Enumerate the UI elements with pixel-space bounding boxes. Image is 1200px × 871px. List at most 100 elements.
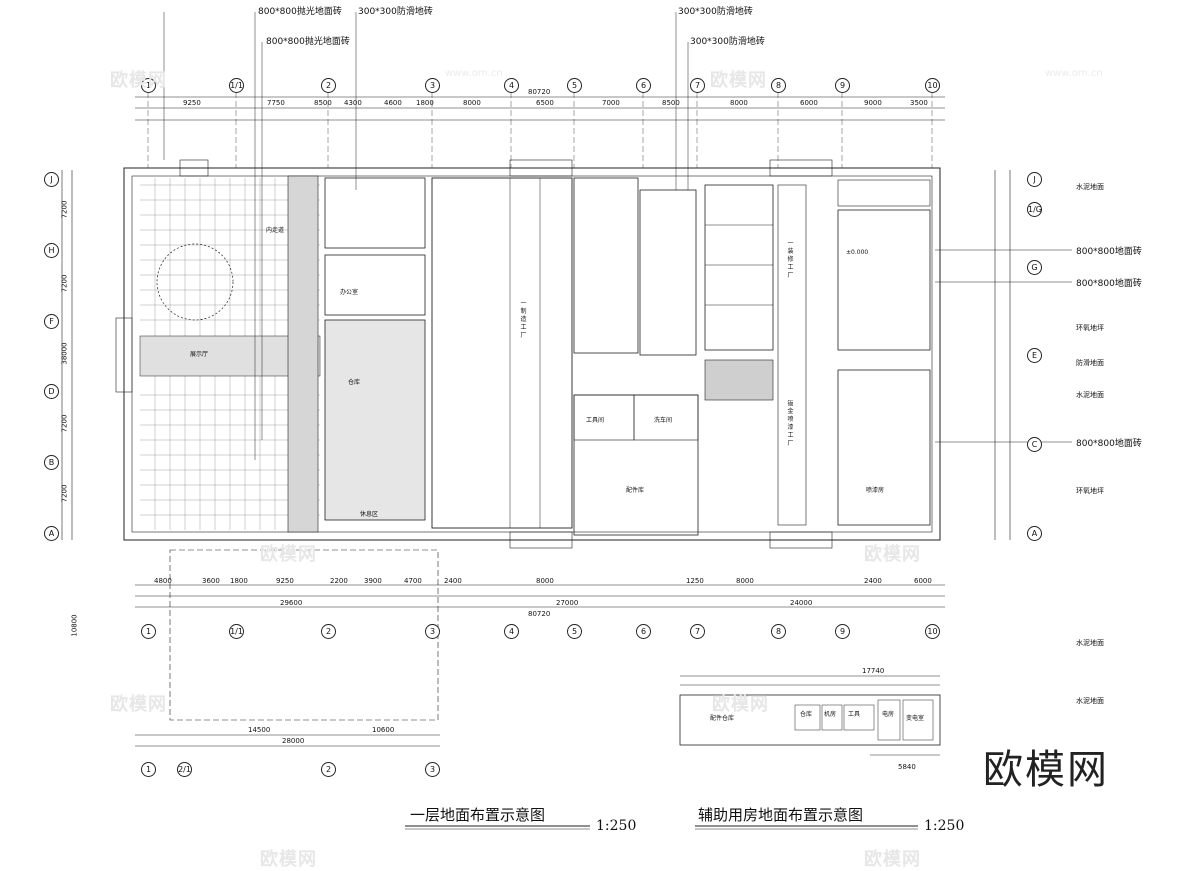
axis-right-J: J (1027, 172, 1042, 187)
dim-bottom-total-3: 24000 (790, 599, 813, 607)
axis-bottom-3: 3 (425, 624, 440, 639)
dim-bottom-12: 2400 (864, 577, 882, 585)
dim-top-10: 8500 (662, 99, 680, 107)
watermark-8: 欧模网 (864, 849, 921, 870)
main-plan-title: 一层地面布置示意图 (410, 806, 546, 824)
aux-room-2: 仓库 (800, 711, 813, 718)
dim-bottom-8: 2400 (444, 577, 462, 585)
axis-top-8: 8 (771, 78, 786, 93)
axis-bottom-7: 7 (690, 624, 705, 639)
dim-bottom-3: 1800 (230, 577, 248, 585)
aux-room-5: 电房 (882, 711, 895, 718)
axis-top-1: 1 (141, 78, 156, 93)
axis-top-9: 9 (835, 78, 850, 93)
callout-right-1: 800*800地面砖 (1076, 247, 1142, 257)
dim-bottom-total-4: 80720 (528, 610, 551, 618)
axis-top-4: 4 (504, 78, 519, 93)
right-note-1: 水泥地面 (1076, 183, 1104, 191)
callout-right-2: 800*800地面砖 (1076, 279, 1142, 289)
room-wash: 洗车间 (654, 417, 673, 424)
room-corridor: 内走道 (266, 227, 285, 234)
dim-bottom-13: 6000 (914, 577, 932, 585)
watermark-1: 欧模网 (110, 70, 167, 91)
dim-top-2: 7750 (267, 99, 285, 107)
axis-right-C: C (1027, 437, 1042, 452)
axis-right-G: G (1027, 260, 1042, 275)
dim-left-1: 7200 (60, 200, 69, 219)
dim-bottom-5: 2200 (330, 577, 348, 585)
aux-room-4: 工具 (848, 711, 861, 718)
dim-bottom-9: 8000 (536, 577, 554, 585)
dim-bottom-4: 9250 (276, 577, 294, 585)
axis-left-D: D (44, 384, 59, 399)
dim-courtyard-height: 10800 (70, 614, 79, 637)
main-plan-scale: 1:250 (596, 818, 637, 834)
room-parts: 配件库 (626, 487, 645, 494)
room-elevation: ±0.000 (846, 249, 869, 256)
room-lounge: 休息区 (360, 511, 379, 518)
dim-top-3: 8500 (314, 99, 332, 107)
brand-logo: 欧模网 (983, 747, 1109, 793)
watermark-5: 欧模网 (110, 694, 167, 715)
axis-bottom-1-1: 1/1 (229, 624, 244, 639)
watermark-7: 欧模网 (260, 849, 317, 870)
axis-left-A: A (44, 526, 59, 541)
axis-top-7: 7 (690, 78, 705, 93)
axis-right-1G: 1/G (1027, 202, 1042, 217)
dim-top-7: 8000 (463, 99, 481, 107)
axis-aux-1: 1 (141, 762, 156, 777)
watermark-url-2: www.om.cn (1045, 68, 1103, 79)
dim-courtyard-2: 10600 (372, 726, 395, 734)
aux-building (679, 694, 941, 746)
dim-top-4: 4300 (344, 99, 362, 107)
dim-left-4: 7200 (60, 484, 69, 503)
watermark-url-1: www.om.cn (445, 68, 503, 79)
building-outline (123, 167, 941, 541)
axis-aux-2: 2 (321, 762, 336, 777)
dim-courtyard-total: 28000 (282, 737, 305, 745)
aux-plan-title: 辅助用房地面布置示意图 (698, 806, 864, 824)
room-workshop2: 一 装 修 工 厂 (786, 240, 793, 278)
dim-courtyard-1: 14500 (248, 726, 271, 734)
aux-plan-scale: 1:250 (924, 818, 965, 834)
watermark-4: 欧模网 (864, 544, 921, 565)
dim-top-14: 3500 (910, 99, 928, 107)
aux-room-6: 变电室 (906, 715, 925, 722)
dim-bottom-7: 4700 (404, 577, 422, 585)
right-note-2: 环氧地坪 (1076, 324, 1104, 332)
round-feature (156, 243, 234, 321)
dim-top-1: 9250 (183, 99, 201, 107)
callout-top-4: 300*300防滑地砖 (678, 7, 753, 17)
axis-top-2: 2 (321, 78, 336, 93)
axis-top-1-1: 1/1 (229, 78, 244, 93)
dim-bottom-6: 3900 (364, 577, 382, 585)
dim-top-6: 1800 (416, 99, 434, 107)
callout-top-1: 800*800抛光地面砖 (258, 7, 342, 17)
dim-bottom-10: 1250 (686, 577, 704, 585)
axis-left-B: B (44, 455, 59, 470)
dim-bottom-1: 4800 (154, 577, 172, 585)
axis-right-E: E (1027, 348, 1042, 363)
axis-bottom-9: 9 (835, 624, 850, 639)
right-note-4: 水泥地面 (1076, 391, 1104, 399)
watermark-6: 欧模网 (712, 694, 769, 715)
dim-left-2: 7200 (60, 274, 69, 293)
axis-aux-2-1: 2/1 (177, 762, 192, 777)
axis-bottom-6: 6 (636, 624, 651, 639)
courtyard-outline (169, 549, 439, 721)
watermark-3: 欧模网 (260, 544, 317, 565)
axis-bottom-4: 4 (504, 624, 519, 639)
right-note-5: 环氧地坪 (1076, 487, 1104, 495)
callout-top-3: 800*800抛光地面砖 (266, 37, 350, 47)
axis-bottom-2: 2 (321, 624, 336, 639)
axis-top-10: 10 (925, 78, 940, 93)
dim-aux-total: 17740 (862, 667, 885, 675)
dim-left-3: 7200 (60, 414, 69, 433)
axis-left-J: J (44, 172, 59, 187)
dim-top-5: 4600 (384, 99, 402, 107)
axis-bottom-1: 1 (141, 624, 156, 639)
right-note-6: 水泥地面 (1076, 639, 1104, 647)
dim-aux-bottom: 5840 (898, 763, 916, 771)
dim-top-9: 7000 (602, 99, 620, 107)
